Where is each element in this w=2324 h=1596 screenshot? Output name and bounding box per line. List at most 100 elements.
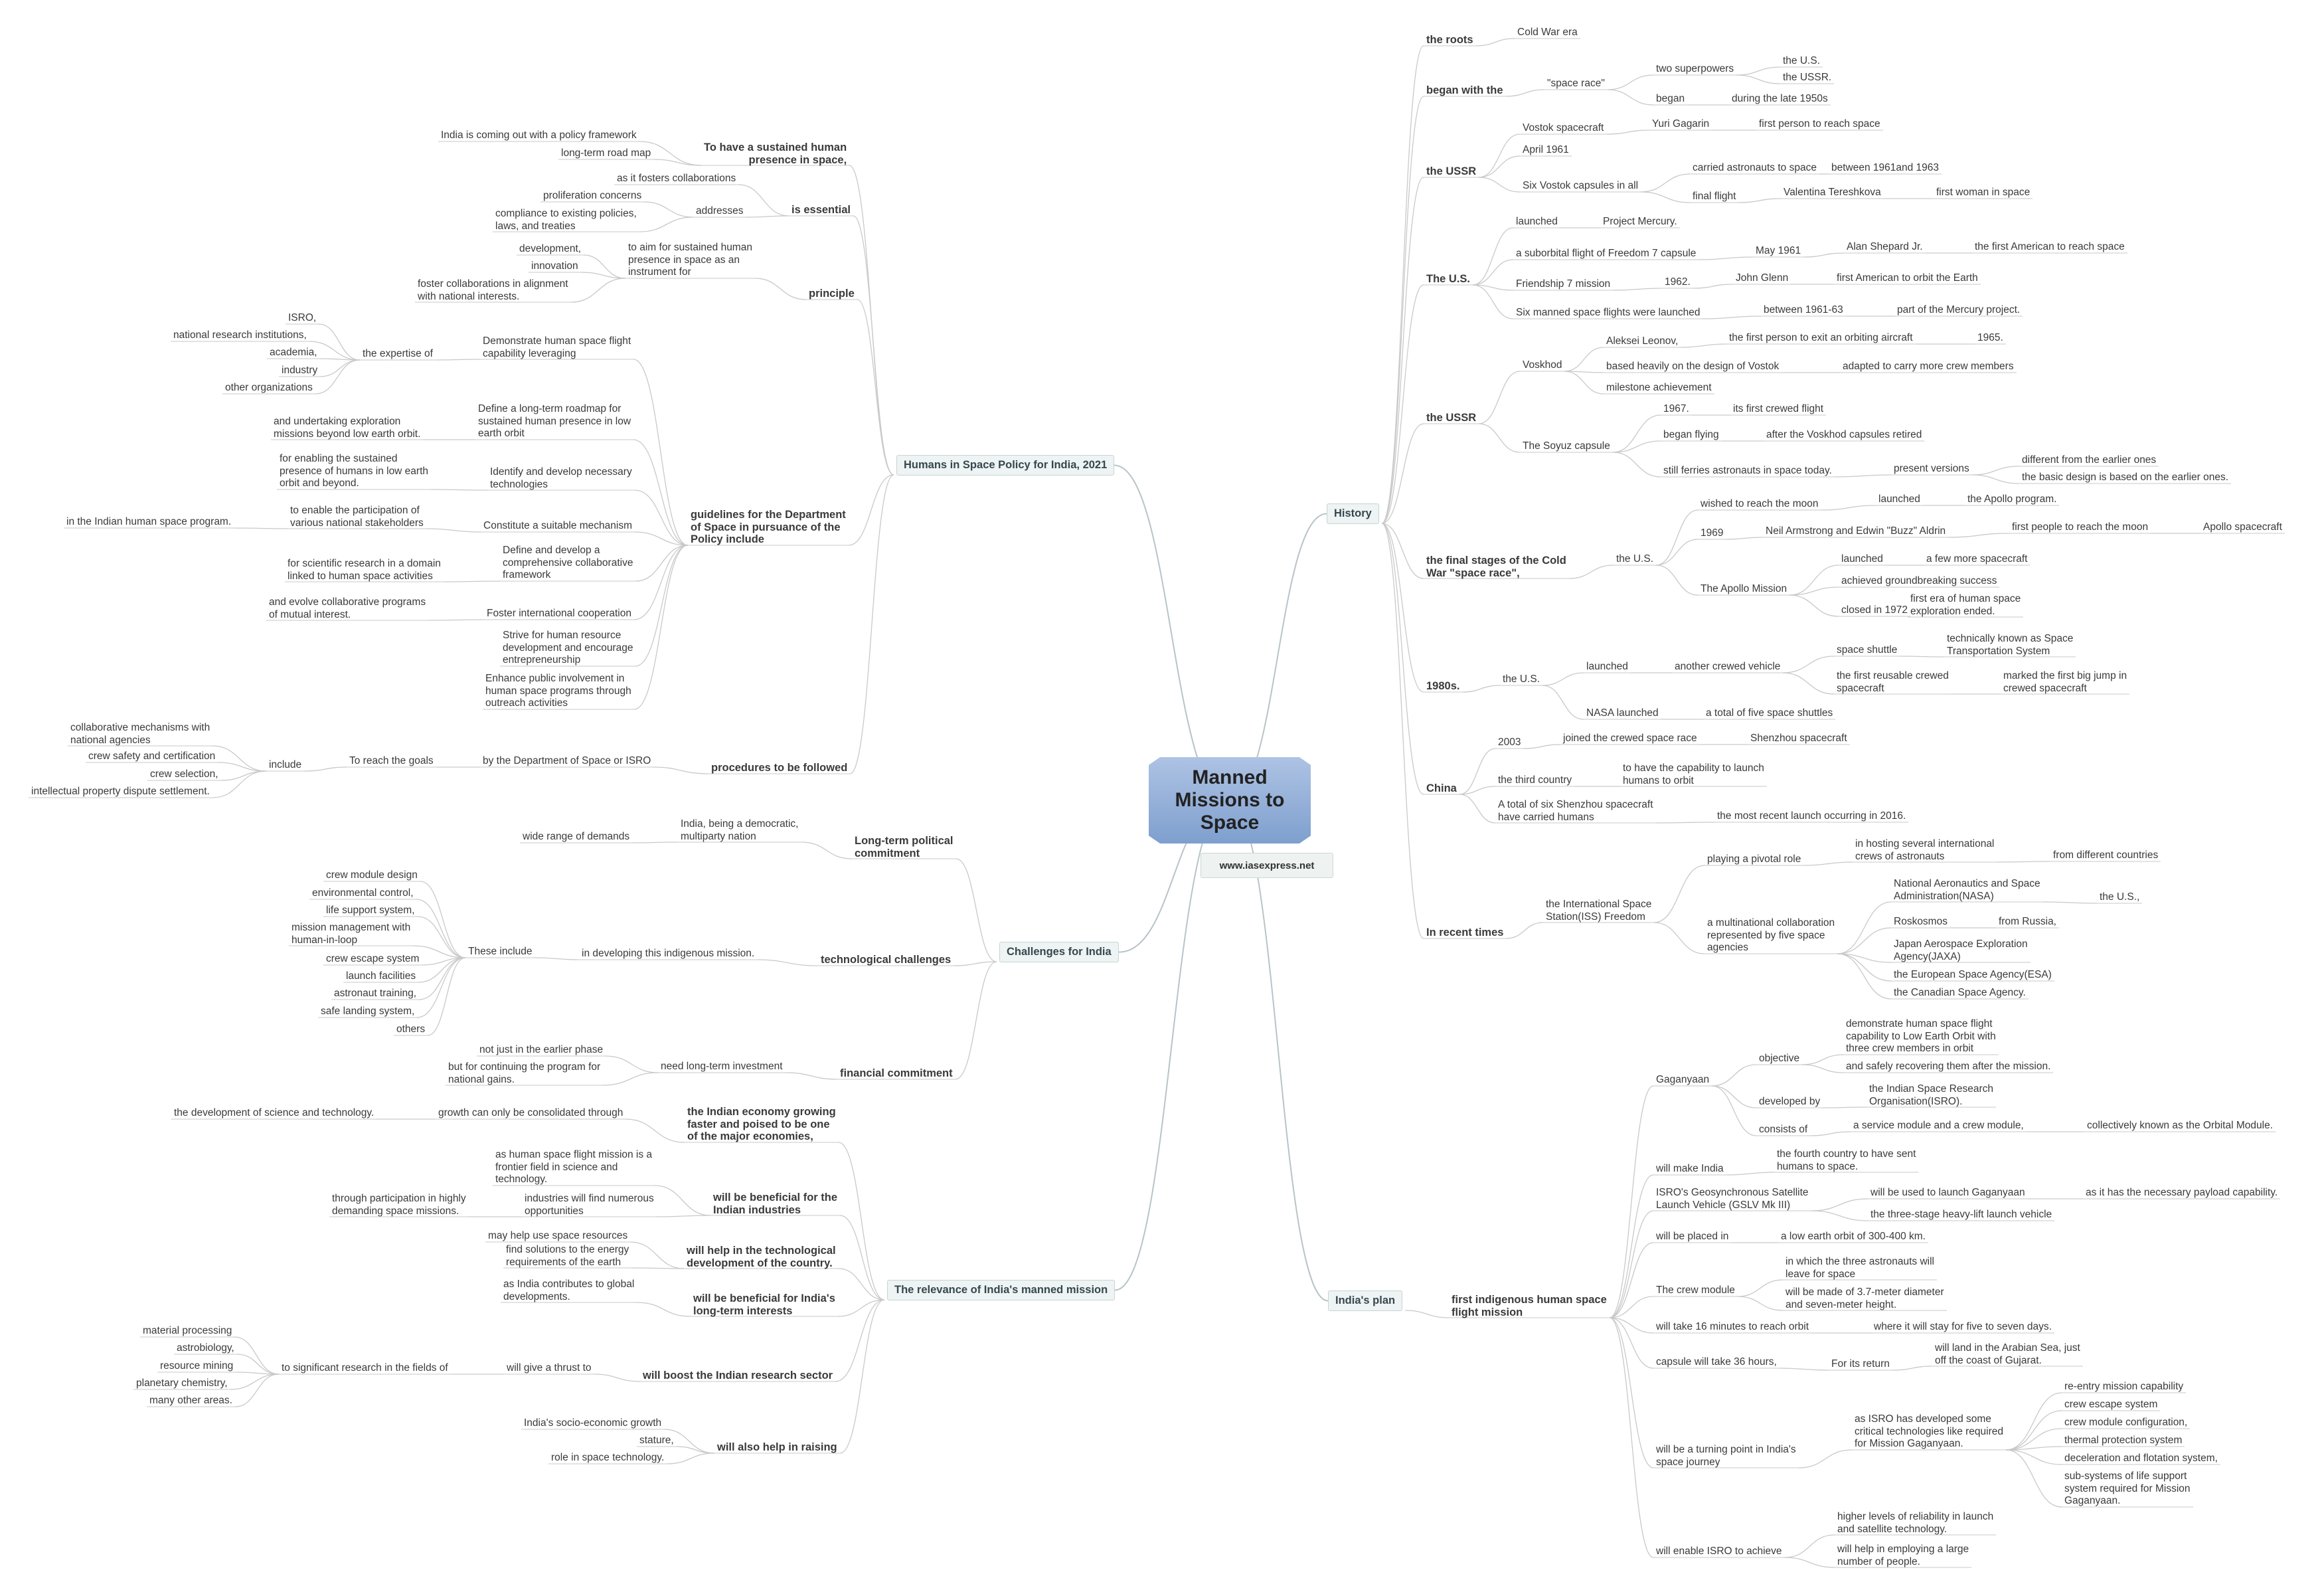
subtopic-node[interactable]: safe landing system,: [321, 1006, 415, 1017]
subtopic-node[interactable]: final flight: [1693, 191, 1736, 202]
subtopic-node[interactable]: joined the crewed space race: [1563, 733, 1697, 744]
subtopic-node[interactable]: the development of science and technolog…: [174, 1107, 374, 1118]
subtopic-node[interactable]: is essential: [791, 204, 851, 216]
subtopic-node[interactable]: Aleksei Leonov,: [1606, 335, 1679, 347]
subtopic-node[interactable]: need long-term investment: [661, 1061, 783, 1072]
subtopic-node[interactable]: The crew module: [1656, 1285, 1735, 1296]
subtopic-node[interactable]: present versions: [1894, 463, 1969, 474]
subtopic-node[interactable]: development,: [519, 243, 582, 254]
subtopic-node[interactable]: launched: [1516, 216, 1558, 227]
subtopic-node[interactable]: resource mining: [160, 1360, 234, 1372]
subtopic-node[interactable]: the basic design is based on the earlier…: [2022, 472, 2229, 483]
subtopic-node[interactable]: the USSR: [1426, 165, 1477, 177]
subtopic-node[interactable]: Foster international cooperation: [487, 608, 631, 619]
subtopic-node[interactable]: between 1961and 1963: [1831, 162, 1940, 173]
subtopic-node[interactable]: Friendship 7 mission: [1516, 278, 1611, 290]
subtopic-node[interactable]: will enable ISRO to achieve: [1656, 1546, 1782, 1557]
subtopic-node[interactable]: will take 16 minutes to reach orbit: [1656, 1321, 1809, 1332]
subtopic-node[interactable]: developed by: [1759, 1096, 1821, 1107]
subtopic-node[interactable]: April 1961: [1523, 144, 1569, 155]
subtopic-node[interactable]: role in space technology.: [551, 1452, 665, 1463]
subtopic-node[interactable]: closed in 1972: [1841, 604, 1908, 616]
subtopic-node[interactable]: Voskhod: [1523, 359, 1562, 371]
subtopic-node[interactable]: a service module and a crew module,: [1853, 1120, 2024, 1131]
subtopic-node[interactable]: India's socio-economic growth: [524, 1417, 662, 1429]
subtopic-node[interactable]: wished to reach the moon: [1701, 498, 1819, 509]
subtopic-node[interactable]: the third country: [1498, 774, 1572, 786]
subtopic-node[interactable]: will be placed in: [1656, 1231, 1729, 1242]
branch-topic[interactable]: History: [1327, 503, 1379, 524]
subtopic-node[interactable]: first American to orbit the Earth: [1837, 272, 1978, 284]
subtopic-node[interactable]: between 1961-63: [1764, 304, 1843, 315]
subtopic-node[interactable]: launched: [1841, 553, 1883, 565]
subtopic-node[interactable]: astronaut training,: [334, 988, 417, 999]
subtopic-node[interactable]: the USSR: [1426, 412, 1477, 424]
subtopic-node[interactable]: For its return: [1831, 1358, 1890, 1370]
subtopic-node[interactable]: the three-stage heavy-lift launch vehicl…: [1870, 1209, 2052, 1220]
subtopic-node[interactable]: part of the Mercury project.: [1897, 304, 2021, 315]
subtopic-node[interactable]: consists of: [1759, 1124, 1808, 1135]
subtopic-node[interactable]: crew escape system: [326, 953, 420, 964]
subtopic-node[interactable]: addresses: [696, 205, 744, 217]
subtopic-node[interactable]: its first crewed flight: [1733, 403, 1824, 414]
subtopic-node[interactable]: in the Indian human space program.: [66, 516, 232, 527]
subtopic-node[interactable]: Cold War era: [1517, 27, 1578, 38]
subtopic-node[interactable]: John Glenn: [1736, 272, 1789, 284]
subtopic-node[interactable]: Apollo spacecraft: [2203, 521, 2282, 533]
subtopic-node[interactable]: adapted to carry more crew members: [1843, 361, 2014, 372]
subtopic-node[interactable]: after the Voskhod capsules retired: [1766, 429, 1922, 440]
subtopic-node[interactable]: launched: [1586, 661, 1628, 672]
subtopic-node[interactable]: not just in the earlier phase: [479, 1044, 604, 1055]
subtopic-node[interactable]: 1967.: [1663, 403, 1689, 414]
subtopic-node[interactable]: a low earth orbit of 300-400 km.: [1781, 1231, 1926, 1242]
subtopic-node[interactable]: began flying: [1663, 429, 1719, 440]
subtopic-node[interactable]: a total of five space shuttles: [1706, 707, 1833, 719]
subtopic-node[interactable]: a few more spacecraft: [1926, 553, 2028, 565]
subtopic-node[interactable]: academia,: [270, 347, 317, 358]
subtopic-node[interactable]: wide range of demands: [523, 831, 630, 842]
subtopic-node[interactable]: Neil Armstrong and Edwin "Buzz" Aldrin: [1766, 525, 1946, 537]
subtopic-node[interactable]: crew module configuration,: [2064, 1417, 2188, 1428]
subtopic-node[interactable]: These include: [468, 946, 533, 957]
subtopic-node[interactable]: life support system,: [326, 905, 415, 916]
subtopic-node[interactable]: planetary chemistry,: [136, 1377, 228, 1389]
subtopic-node[interactable]: ISRO,: [288, 312, 317, 323]
subtopic-node[interactable]: others: [396, 1023, 426, 1035]
subtopic-node[interactable]: the expertise of: [363, 348, 433, 359]
subtopic-node[interactable]: based heavily on the design of Vostok: [1606, 361, 1780, 372]
subtopic-node[interactable]: Valentina Tereshkova: [1784, 187, 1881, 198]
subtopic-node[interactable]: the Apollo program.: [1967, 493, 2057, 505]
subtopic-node[interactable]: NASA launched: [1586, 707, 1659, 719]
subtopic-node[interactable]: The Soyuz capsule: [1523, 440, 1610, 452]
branch-topic[interactable]: The relevance of India's manned mission: [887, 1280, 1116, 1300]
subtopic-node[interactable]: 2003: [1498, 737, 1521, 748]
subtopic-node[interactable]: procedures to be followed: [711, 762, 848, 774]
subtopic-node[interactable]: collectively known as the Orbital Module…: [2087, 1120, 2273, 1131]
subtopic-node[interactable]: space shuttle: [1837, 644, 1898, 656]
subtopic-node[interactable]: The U.S.: [1426, 273, 1471, 285]
subtopic-node[interactable]: will boost the Indian research sector: [643, 1370, 833, 1381]
